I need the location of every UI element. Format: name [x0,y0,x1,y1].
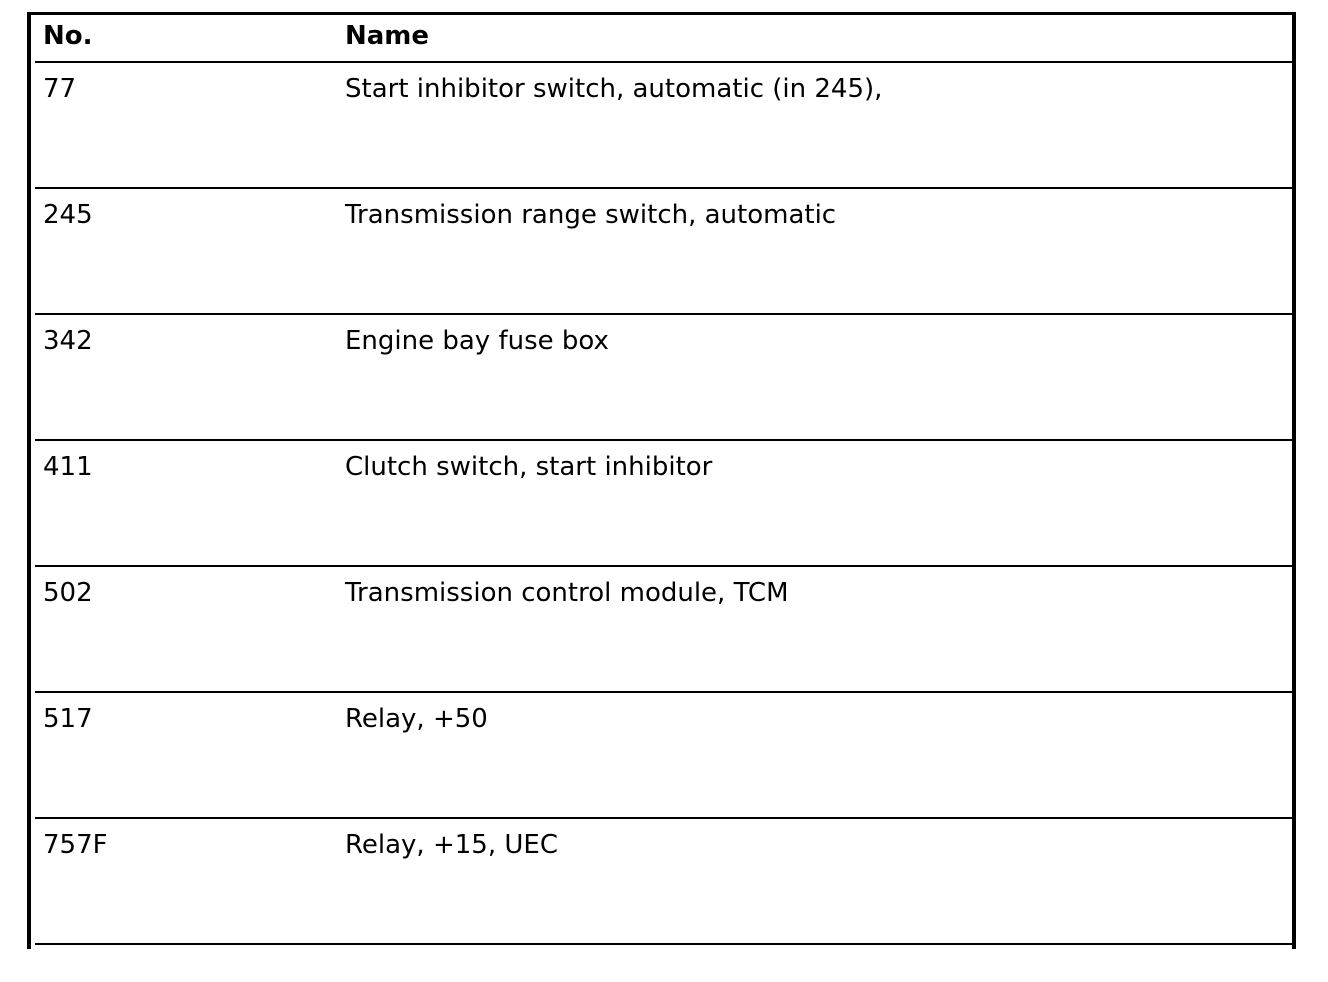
table-row: 411 Clutch switch, start inhibitor [35,441,1292,567]
row-no: 502 [43,578,93,608]
row-no: 757F [43,830,108,860]
table-row: 77 Start inhibitor switch, automatic (in… [35,63,1292,189]
row-no: 245 [43,200,93,230]
table-row: 502 Transmission control module, TCM [35,567,1292,693]
table-row: 245 Transmission range switch, automatic [35,189,1292,315]
component-table [27,12,1296,949]
header-no: No. [43,21,93,51]
row-no: 342 [43,326,93,356]
row-no: 411 [43,452,93,482]
row-name: Relay, +50 [345,704,488,734]
row-name: Transmission control module, TCM [345,578,789,608]
table-row: 517 Relay, +50 [35,693,1292,819]
table-top-rule [27,12,1296,15]
row-no: 77 [43,74,77,104]
table-row: 757F Relay, +15, UEC [35,819,1292,945]
row-name: Relay, +15, UEC [345,830,558,860]
row-no: 517 [43,704,93,734]
row-name: Transmission range switch, automatic [345,200,837,230]
row-name: Clutch switch, start inhibitor [345,452,713,482]
header-name: Name [345,21,430,51]
row-name: Engine bay fuse box [345,326,609,356]
table-header-row: No. Name [35,15,1292,63]
row-name: Start inhibitor switch, automatic (in 24… [345,74,883,104]
table-row: 342 Engine bay fuse box [35,315,1292,441]
